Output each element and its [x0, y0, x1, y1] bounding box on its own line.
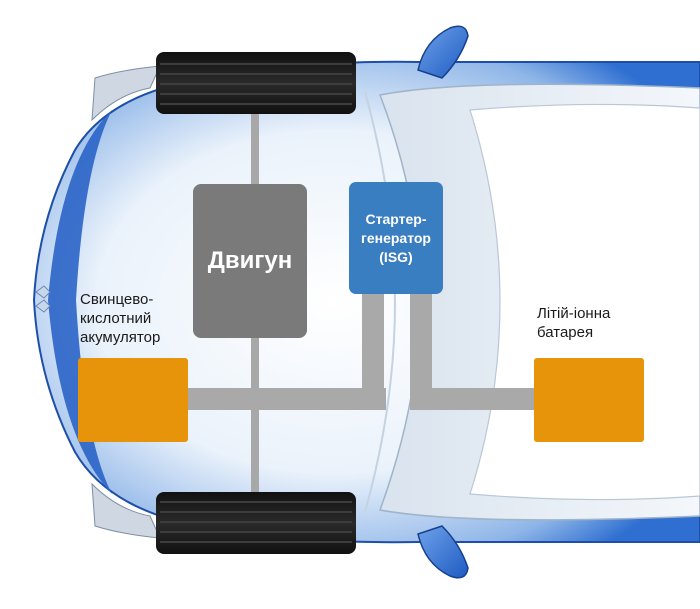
engine-label: Двигун [207, 247, 293, 274]
lead-acid-label: Свинцево- кислотний акумулятор [80, 291, 161, 346]
front-tire-top [156, 52, 356, 114]
engine-box [193, 184, 307, 338]
brand-emblem-icon [35, 285, 51, 313]
connector-lines [186, 294, 540, 410]
li-ion-battery-box [534, 358, 644, 442]
isg-label: Стартер- генератор (ISG) [361, 210, 431, 265]
lead-acid-battery-box [78, 358, 188, 442]
isg-box [349, 182, 443, 294]
front-tire-bottom [156, 492, 356, 554]
li-ion-label: Літій-іонна батарея [537, 305, 611, 341]
side-mirror-top [417, 25, 469, 79]
side-mirror-bottom [417, 525, 469, 579]
